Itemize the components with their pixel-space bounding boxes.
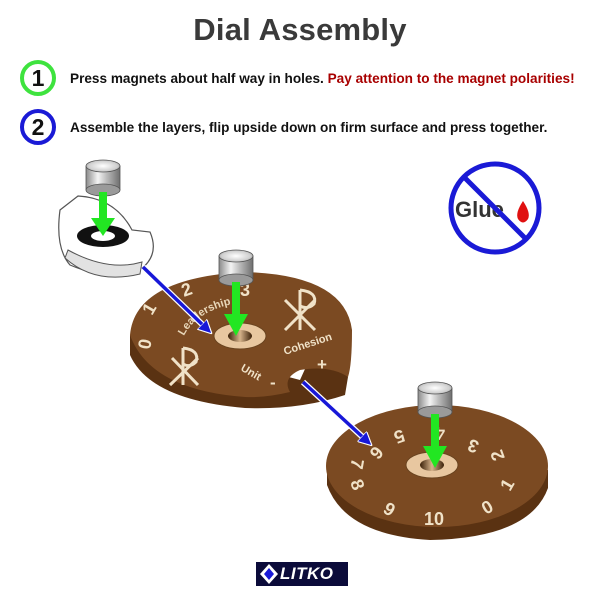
bottom-dial: 3 4 5 6 7 8 9 10 0 1 2 — [326, 405, 548, 540]
no-glue-sign: Glue — [448, 161, 542, 255]
step-2: 2 Assemble the layers, flip upside down … — [20, 109, 547, 145]
no-sign-slash — [462, 175, 528, 241]
green-arrow-3 — [423, 414, 447, 468]
litko-logo-text: LITKO — [280, 564, 334, 583]
chi-rho-icon — [283, 288, 317, 332]
glue-drop-icon — [517, 201, 529, 223]
no-sign-ring — [448, 161, 542, 255]
mid-number-3: 3 — [240, 280, 250, 300]
middle-dial: Leadership 0 1 2 3 Unit Cohesion + - — [130, 272, 352, 409]
magnet-icon-3 — [417, 381, 453, 419]
step-1-warning: Pay attention to the magnet polarities! — [327, 70, 575, 86]
minus-label: - — [270, 373, 276, 392]
bot-number-7: 7 — [346, 457, 367, 470]
step-2-text: Assemble the layers, flip upside down on… — [70, 120, 547, 135]
bot-number-10: 10 — [424, 509, 444, 529]
green-arrow-2 — [224, 282, 248, 336]
step-1: 1 Press magnets about half way in holes.… — [20, 60, 575, 96]
blue-arrow-1 — [141, 265, 208, 330]
magnet-icon-1 — [85, 159, 121, 197]
step-1-number: 1 — [20, 60, 56, 96]
chi-rho-icon-2 — [168, 346, 200, 387]
page-title: Dial Assembly — [193, 12, 407, 47]
step-1-text: Press magnets about half way in holes. P… — [70, 71, 575, 86]
bot-number-4: 4 — [435, 423, 445, 443]
magnet-icon-2 — [218, 249, 254, 287]
litko-logo: LITKO — [256, 561, 348, 587]
step-2-instruction: Assemble the layers, flip upside down on… — [70, 119, 548, 135]
mid-number-0: 0 — [134, 337, 155, 350]
green-arrow-1 — [91, 192, 115, 236]
plus-label: + — [317, 355, 327, 374]
blue-arrow-2 — [301, 380, 368, 442]
step-1-instruction: Press magnets about half way in holes. — [70, 70, 324, 86]
step-2-number: 2 — [20, 109, 56, 145]
